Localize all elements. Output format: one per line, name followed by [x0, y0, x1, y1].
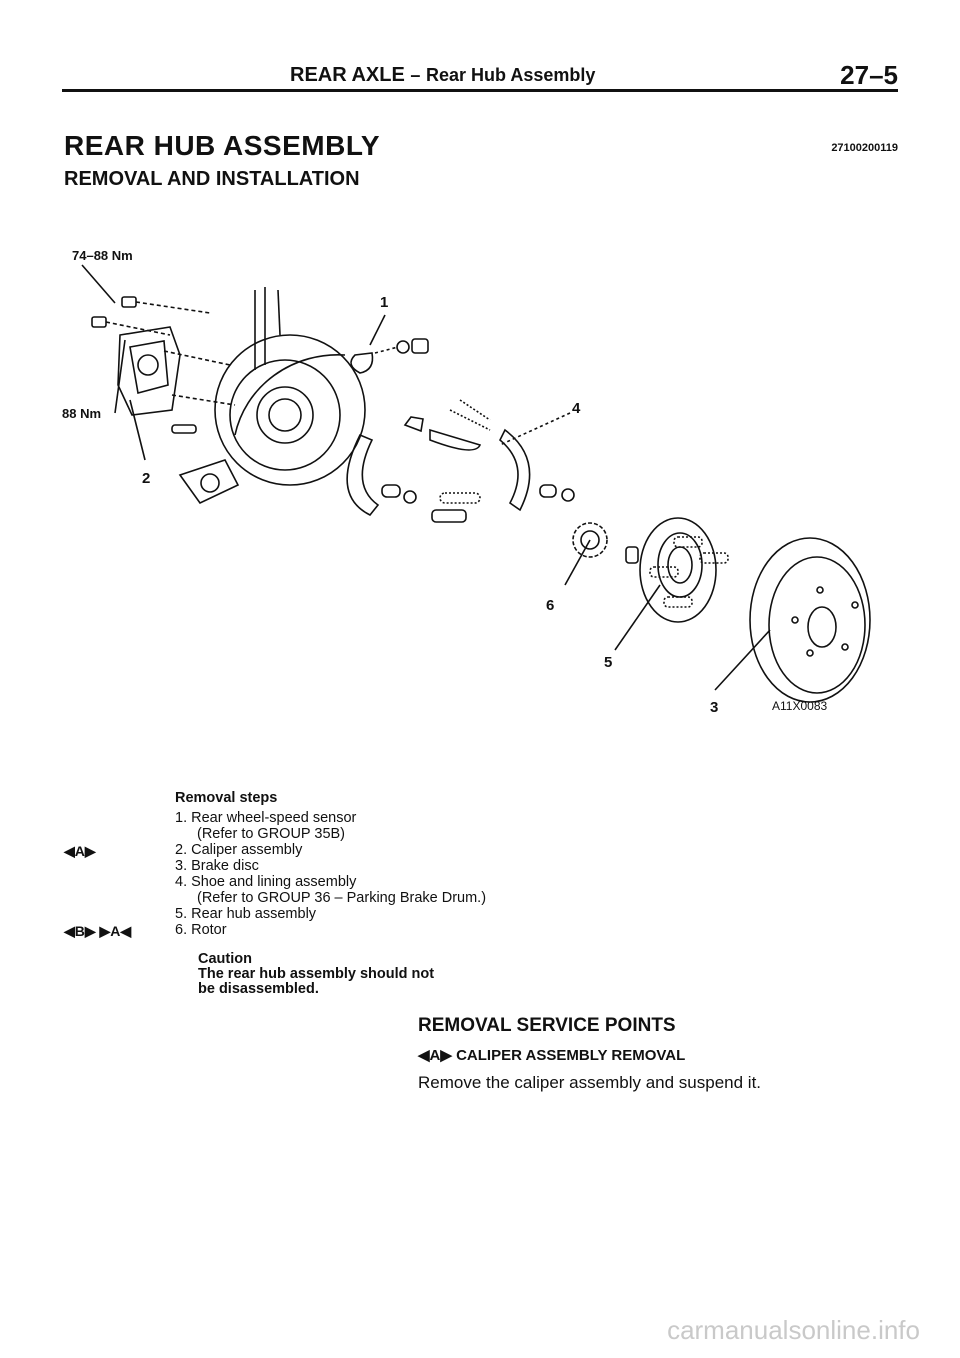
leader-6	[564, 539, 591, 586]
callout-2: 2	[142, 470, 150, 487]
removal-steps: Removal steps 1. Rear wheel-speed sensor…	[175, 790, 486, 938]
watermark: carmanualsonline.info	[667, 1315, 920, 1345]
torque-label-left: 88 Nm	[62, 406, 101, 421]
callout-6: 6	[546, 597, 554, 614]
exploded-view-diagram: 74–88 Nm 88 Nm 1 2 3 4 5 6 A11X0083	[62, 248, 871, 716]
page-title: REAR HUB ASSEMBLY	[64, 130, 381, 161]
leader-5	[614, 584, 661, 651]
page-number: 27–5	[840, 60, 898, 90]
step-4: 4. Shoe and lining assembly	[175, 874, 357, 890]
springs-and-hardware	[381, 484, 575, 523]
figure-code: A11X0083	[772, 699, 827, 713]
step-6: 6. Rotor	[175, 922, 227, 938]
header-dash: –	[410, 65, 421, 85]
rear-hub-assembly	[625, 517, 729, 623]
caution-line-2: be disassembled.	[198, 981, 319, 997]
rotor-tone-ring	[572, 522, 608, 558]
callout-5: 5	[604, 654, 612, 671]
torque-label-top: 74–88 Nm	[72, 248, 133, 263]
header-subsection: Rear Hub Assembly	[425, 65, 596, 85]
wheel-speed-sensor	[350, 338, 429, 374]
leader-2	[129, 399, 146, 461]
callout-3: 3	[710, 699, 718, 716]
mounting-bolts	[91, 296, 211, 336]
step-2: 2. Caliper assembly	[175, 842, 303, 858]
step-3: 3. Brake disc	[175, 858, 259, 874]
step-5: 5. Rear hub assembly	[175, 906, 317, 922]
step-1-note: (Refer to GROUP 35B)	[197, 826, 346, 842]
service-point-title: CALIPER ASSEMBLY REMOVAL	[456, 1047, 686, 1064]
step-1: 1. Rear wheel-speed sensor	[175, 810, 357, 826]
running-header: REAR AXLE – Rear Hub Assembly	[290, 64, 595, 87]
removal-steps-title: Removal steps	[175, 790, 278, 806]
service-mark-step-2: ◀A▶	[64, 843, 96, 859]
service-points-title: REMOVAL SERVICE POINTS	[418, 1015, 676, 1036]
caution-line-1: The rear hub assembly should not	[198, 966, 435, 982]
service-point-body: Remove the caliper assembly and suspend …	[418, 1073, 762, 1092]
backing-plate	[178, 287, 366, 505]
header-section: REAR AXLE	[290, 64, 405, 86]
caution-title: Caution	[198, 951, 252, 967]
leader-1	[369, 314, 386, 346]
caution-note: Caution The rear hub assembly should not…	[198, 952, 434, 997]
brake-disc	[749, 537, 871, 703]
service-mark-step-6: ◀B▶ ▶A◀	[64, 923, 132, 939]
step-4-note: (Refer to GROUP 36 – Parking Brake Drum.…	[197, 890, 487, 906]
leader-torque-top	[81, 264, 116, 304]
doc-number: 27100200119	[831, 142, 898, 154]
callout-1: 1	[380, 294, 388, 311]
callout-4: 4	[572, 400, 581, 417]
brake-shoes	[346, 399, 531, 517]
service-point-mark: ◀A▶	[418, 1047, 452, 1064]
header-rule	[62, 89, 898, 92]
leader-torque-left	[114, 339, 126, 414]
page-subtitle: REMOVAL AND INSTALLATION	[64, 168, 360, 190]
leader-4	[499, 412, 571, 446]
leader-3	[714, 629, 771, 691]
caliper-assembly	[117, 326, 236, 434]
service-point-heading: ◀A▶ CALIPER ASSEMBLY REMOVAL	[418, 1046, 685, 1064]
